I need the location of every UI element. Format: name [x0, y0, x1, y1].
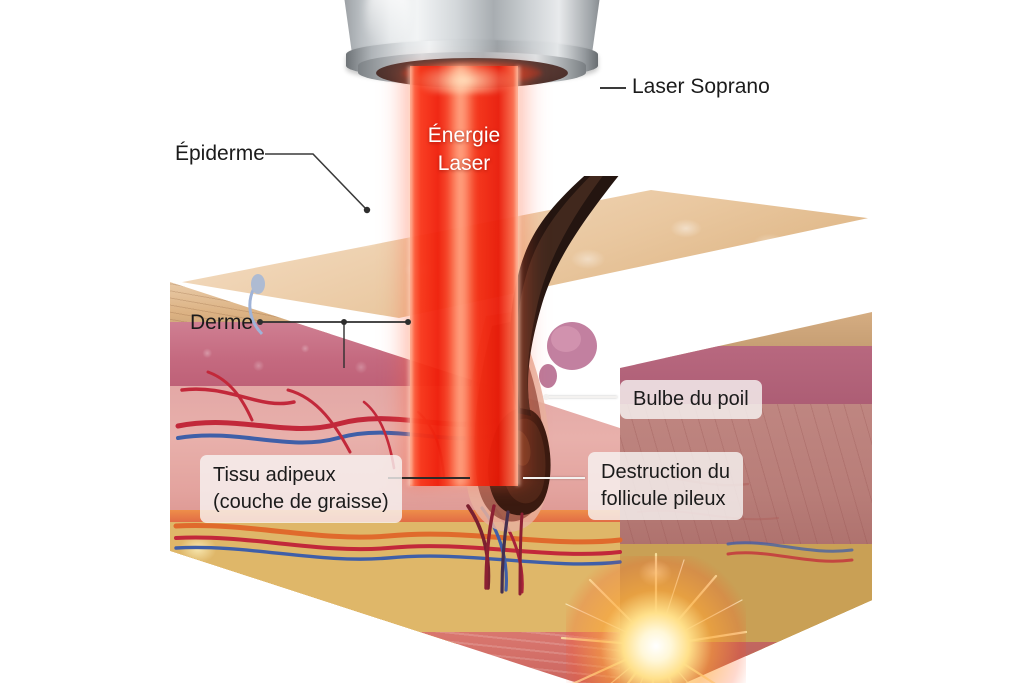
leader-epiderme — [265, 153, 371, 214]
beam-edge-left — [406, 66, 412, 486]
leader-laser-soprano — [600, 87, 626, 89]
label-destruction-line1: Destruction du — [601, 461, 730, 483]
capillary-bulb — [251, 274, 265, 294]
beam-hot-center — [448, 66, 474, 486]
handpiece-highlight — [366, 0, 410, 46]
beam-energy-label: Énergie Laser — [404, 122, 524, 178]
laser-impact-flash — [566, 556, 746, 683]
leader-destruction-follicule — [523, 477, 585, 480]
capillary-loop — [248, 287, 264, 336]
label-derme: Derme — [190, 311, 254, 334]
beam-label-line2: Laser — [437, 152, 491, 175]
leader-tissu-adipeux — [388, 477, 470, 480]
label-destruction-follicule: Destruction du follicule pileux — [588, 452, 743, 520]
leader-dot-bulbe — [543, 394, 549, 400]
label-bulbe-du-poil: Bulbe du poil — [620, 380, 762, 419]
label-tissu-adipeux: Tissu adipeux (couche de graisse) — [200, 455, 402, 523]
label-epiderme: Épiderme — [175, 142, 265, 165]
sebaceous-gland-small — [539, 364, 557, 388]
label-laser-soprano: Laser Soprano — [632, 75, 770, 98]
laser-beam — [390, 60, 538, 486]
leader-derme — [257, 319, 411, 368]
hair-shaft — [509, 176, 619, 416]
label-tissu-adipeux-line1: Tissu adipeux — [213, 464, 336, 486]
label-destruction-line2: follicule pileux — [601, 488, 726, 510]
leader-bulbe-du-poil — [545, 396, 617, 399]
beam-label-line1: Énergie — [427, 124, 501, 147]
beam-emission-flare — [414, 60, 514, 94]
beam-edge-right — [516, 66, 522, 486]
label-tissu-adipeux-line2: (couche de graisse) — [213, 491, 389, 513]
